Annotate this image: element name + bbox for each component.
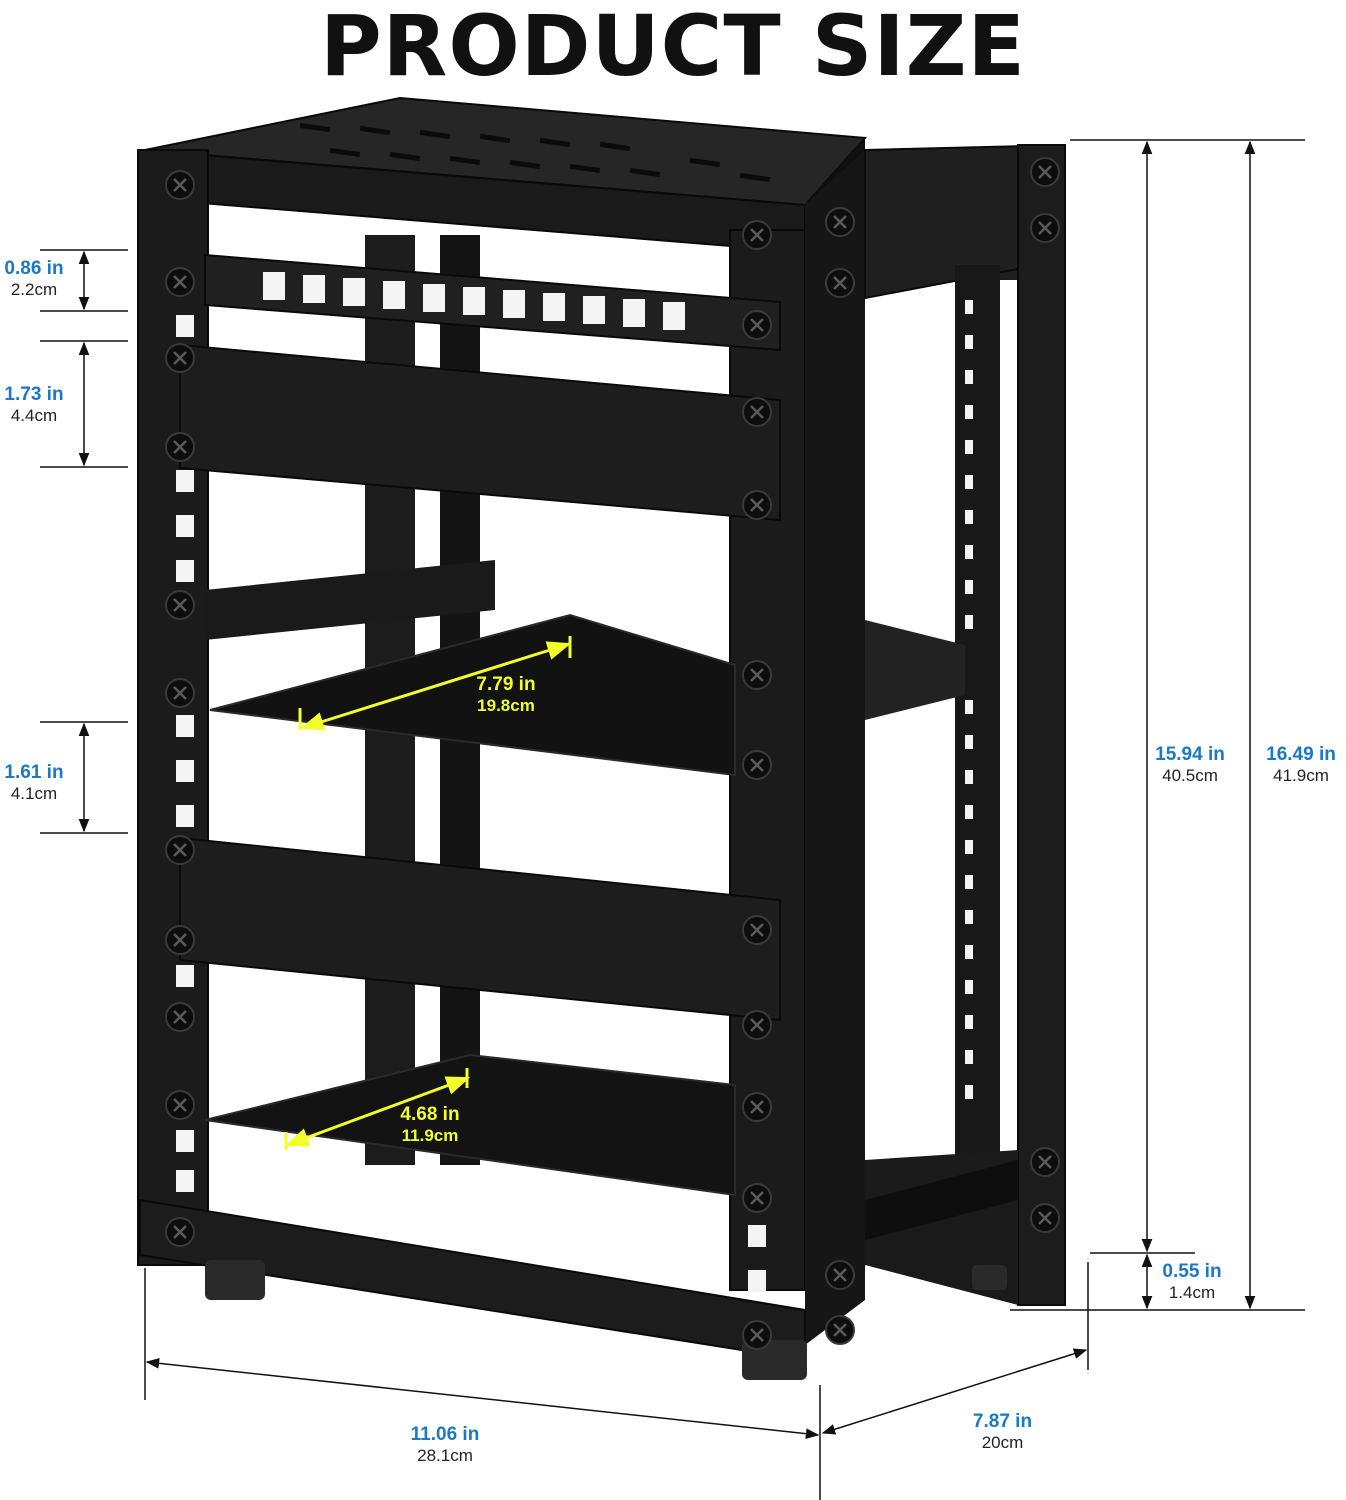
dim-inches: 15.94 in bbox=[1155, 744, 1225, 765]
dim-inches: 7.87 in bbox=[972, 1411, 1033, 1432]
dim-cm: 20cm bbox=[981, 1433, 1024, 1452]
page-title: PRODUCT SIZE bbox=[320, 0, 1026, 95]
dimension-lines bbox=[40, 139, 1305, 1500]
dim-cm: 11.9cm bbox=[401, 1126, 459, 1145]
dim-inches: 4.68 in bbox=[400, 1104, 460, 1125]
dim-cm: 2.2cm bbox=[10, 280, 58, 299]
dim-cm: 41.9cm bbox=[1273, 766, 1329, 785]
dim-label-width: 11.06 in 28.1cm bbox=[395, 1424, 495, 1466]
dim-label-1u: 1.73 in 4.4cm bbox=[0, 384, 68, 426]
dim-cm: 4.4cm bbox=[10, 406, 58, 425]
dim-cm: 1.4cm bbox=[1168, 1283, 1216, 1302]
dim-inches: 7.79 in bbox=[476, 674, 536, 695]
dim-label-inner-height: 15.94 in 40.5cm bbox=[1140, 744, 1240, 786]
rack-body bbox=[137, 96, 1066, 1380]
dim-cm: 19.8cm bbox=[477, 696, 535, 715]
dim-label-total-height: 16.49 in 41.9cm bbox=[1256, 744, 1346, 786]
dim-inches: 1.61 in bbox=[4, 762, 64, 783]
dim-cm: 28.1cm bbox=[417, 1446, 473, 1465]
dim-cm: 40.5cm bbox=[1162, 766, 1218, 785]
dim-label-gap-top: 0.86 in 2.2cm bbox=[0, 258, 68, 300]
dim-label-shelf-upper: 7.79 in 19.8cm bbox=[456, 674, 556, 716]
dim-cm: 4.1cm bbox=[10, 784, 58, 803]
dim-inches: 0.55 in bbox=[1162, 1261, 1222, 1282]
dim-label-foot-height: 0.55 in 1.4cm bbox=[1152, 1261, 1232, 1303]
dim-label-gap-mid: 1.61 in 4.1cm bbox=[0, 762, 68, 804]
dim-inches: 1.73 in bbox=[4, 384, 64, 405]
dim-inches: 11.06 in bbox=[410, 1424, 480, 1445]
dim-inches: 0.86 in bbox=[4, 258, 64, 279]
shelf-dimension-lines bbox=[284, 636, 572, 1150]
dim-inches: 16.49 in bbox=[1266, 744, 1336, 765]
dim-label-depth: 7.87 in 20cm bbox=[960, 1411, 1045, 1453]
dim-label-shelf-lower: 4.68 in 11.9cm bbox=[380, 1104, 480, 1146]
